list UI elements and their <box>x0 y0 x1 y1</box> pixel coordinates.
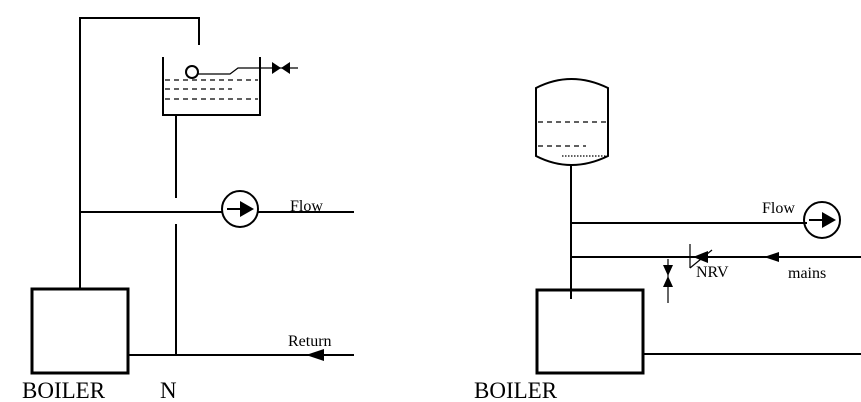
left-return-arrow-icon <box>306 349 340 361</box>
right-mains-label: mains <box>788 265 826 282</box>
left-boiler-label: BOILER <box>22 378 106 402</box>
neutral-point-label: N <box>160 378 177 402</box>
left-return-label: Return <box>288 333 332 350</box>
right-nrv-label: NRV <box>696 264 729 281</box>
left-boiler <box>30 287 130 375</box>
right-filling-stop-valve-icon <box>663 259 673 303</box>
left-inlet-stop-valve <box>272 62 290 74</box>
right-circulating-pump-icon <box>803 201 841 239</box>
right-boiler-label: BOILER <box>474 378 558 402</box>
right-sealed-system: Flow NRV mains BOILER <box>474 78 861 402</box>
left-flow-label: Flow <box>290 198 323 215</box>
right-flow-label: Flow <box>762 200 795 217</box>
left-feed-expansion-cistern <box>162 57 298 116</box>
right-non-return-valve-icon <box>689 244 713 269</box>
left-open-vent-pipe <box>79 17 200 290</box>
right-boiler <box>535 288 645 375</box>
left-open-vented-system: Flow Return BOILER N <box>22 17 354 402</box>
right-mains-arrow-icon <box>764 252 779 262</box>
right-expansion-vessel <box>535 78 609 166</box>
left-circulating-pump-icon <box>221 190 259 228</box>
left-ball-float-valve <box>185 65 199 79</box>
